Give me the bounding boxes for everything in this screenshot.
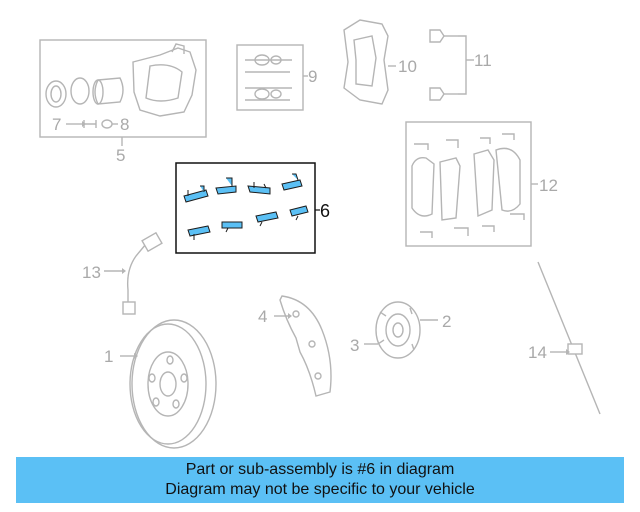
hub-assembly-group[interactable] — [364, 301, 438, 359]
caliper-bracket-group[interactable] — [343, 19, 396, 105]
info-banner: Part or sub-assembly is #6 in diagram Di… — [16, 457, 624, 503]
brake-pads-group[interactable] — [405, 121, 538, 247]
callout-1: 1 — [104, 347, 113, 366]
clip-kit-clips — [183, 173, 309, 240]
callout-2: 2 — [442, 312, 451, 331]
callout-10: 10 — [398, 57, 417, 76]
wear-sensor-group[interactable] — [104, 231, 163, 315]
callout-9: 9 — [308, 67, 317, 86]
callout-7: 7 — [52, 115, 61, 134]
callout-5: 5 — [116, 146, 125, 165]
brake-rotor-group[interactable] — [120, 319, 217, 449]
dust-shield-group[interactable] — [274, 295, 332, 397]
caliper-assembly-group[interactable] — [39, 39, 207, 146]
callout-6: 6 — [320, 201, 330, 221]
parts-diagram: 5 7 8 9 10 11 — [39, 19, 601, 449]
callout-4: 4 — [258, 307, 267, 326]
clip-kit-group[interactable] — [175, 162, 320, 254]
callout-13: 13 — [82, 263, 101, 282]
callout-12: 12 — [539, 176, 558, 195]
brake-line-group[interactable] — [537, 261, 601, 415]
guide-pin-kit-group[interactable] — [236, 44, 308, 111]
bolts-group[interactable] — [429, 29, 474, 101]
callout-14: 14 — [528, 343, 547, 362]
banner-line-2: Diagram may not be specific to your vehi… — [165, 481, 475, 498]
callout-11: 11 — [474, 51, 492, 70]
callout-3: 3 — [350, 336, 359, 355]
banner-line-1: Part or sub-assembly is #6 in diagram — [185, 461, 455, 478]
callout-8: 8 — [120, 115, 129, 134]
